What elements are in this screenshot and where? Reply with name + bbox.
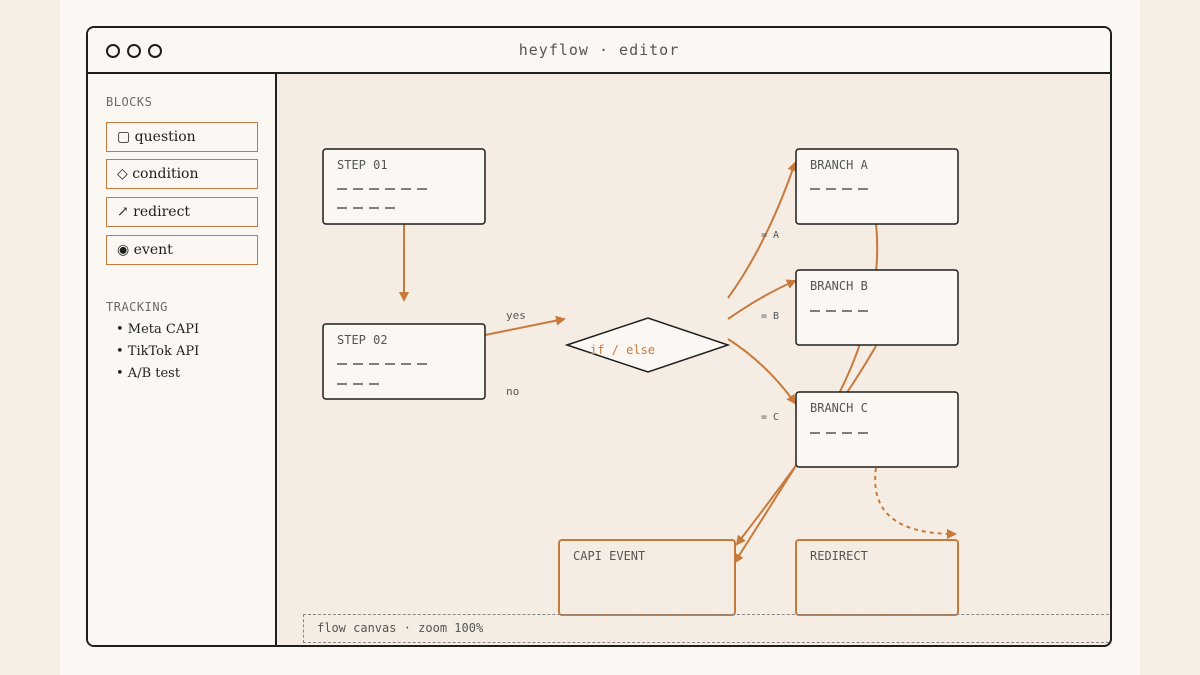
edge-condition-branch-b	[727, 279, 797, 320]
edge-label-eq-a: = A	[761, 230, 779, 241]
window-maximize-dot[interactable]	[148, 44, 162, 58]
window-minimize-dot[interactable]	[127, 44, 141, 58]
node-branch-a[interactable]: BRANCH A	[795, 148, 959, 225]
sidebar: BLOCKS ▢ question ◇ condition ↗ redirect…	[88, 74, 277, 645]
node-branch-c-label: BRANCH C	[810, 401, 868, 415]
tracking-section-label: TRACKING	[106, 300, 168, 314]
window-close-dot[interactable]	[106, 44, 120, 58]
node-step02-label: STEP 02	[337, 333, 388, 347]
window-title: heyflow · editor	[518, 41, 680, 59]
node-branch-b[interactable]: BRANCH B	[795, 269, 959, 346]
node-step01-label: STEP 01	[337, 158, 388, 172]
edge-label-yes: yes	[506, 309, 526, 322]
node-step02[interactable]: STEP 02	[322, 323, 486, 400]
block-redirect-button[interactable]: ↗ redirect	[106, 197, 258, 227]
block-condition-button[interactable]: ◇ condition	[106, 159, 258, 189]
edge-label-eq-b: = B	[761, 311, 779, 322]
node-redirect-label: REDIRECT	[810, 549, 868, 563]
node-capi-event[interactable]: CAPI EVENT	[558, 539, 736, 616]
editor-window: heyflow · editor BLOCKS ▢ question ◇ con…	[86, 26, 1112, 647]
canvas-status-bar: flow canvas · zoom 100%	[303, 614, 1110, 643]
tracking-item-tiktok-api[interactable]: • TikTok API	[116, 344, 200, 359]
tracking-item-ab-test[interactable]: • A/B test	[116, 366, 181, 381]
node-condition[interactable]: if / else	[564, 317, 731, 373]
node-branch-c[interactable]: BRANCH C	[795, 391, 959, 468]
flow-canvas[interactable]: STEP 01 STEP 02 if / else BRANCH A	[277, 74, 1110, 645]
node-capi-event-label: CAPI EVENT	[573, 549, 645, 563]
edge-branch-c-redirect	[874, 467, 957, 539]
tracking-item-meta-capi[interactable]: • Meta CAPI	[116, 322, 200, 337]
block-question-button[interactable]: ▢ question	[106, 122, 258, 152]
edge-condition-branch-a	[727, 161, 798, 299]
block-event-button[interactable]: ◉ event	[106, 235, 258, 265]
node-redirect[interactable]: REDIRECT	[795, 539, 959, 616]
title-bar: heyflow · editor	[88, 28, 1110, 74]
node-step01[interactable]: STEP 01	[322, 148, 486, 225]
edge-label-no: no	[506, 385, 519, 398]
blocks-section-label: BLOCKS	[106, 95, 153, 109]
condition-label: if / else	[590, 343, 655, 357]
edge-step02-condition	[484, 315, 566, 336]
node-branch-b-label: BRANCH B	[810, 279, 868, 293]
edge-label-eq-c: = C	[761, 412, 779, 423]
node-branch-a-label: BRANCH A	[810, 158, 869, 172]
flow-diagram: STEP 01 STEP 02 if / else BRANCH A	[322, 148, 959, 616]
flow-edges	[399, 161, 957, 564]
edge-condition-branch-c	[727, 338, 797, 405]
